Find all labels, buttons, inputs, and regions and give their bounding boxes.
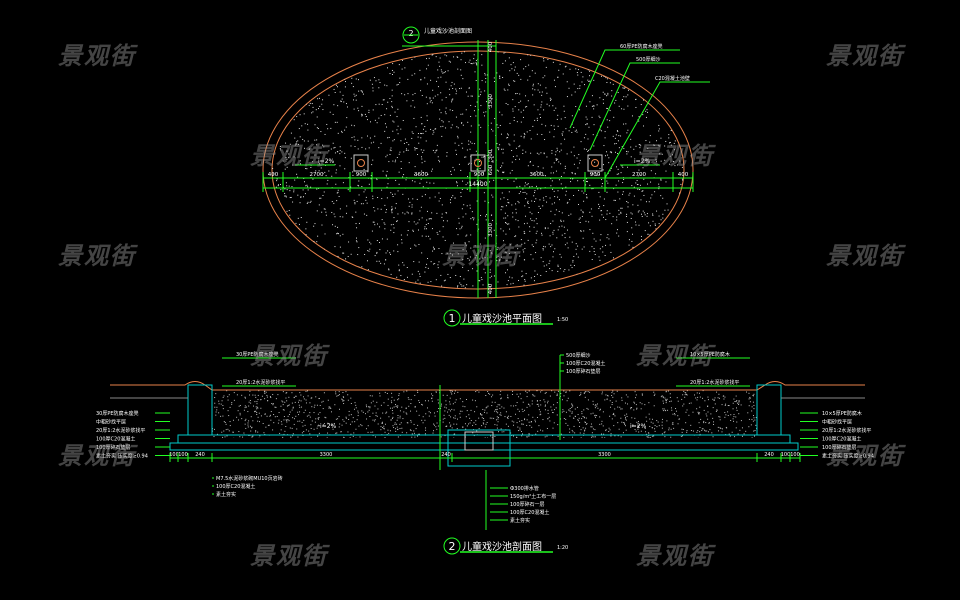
section-title-circle	[443, 537, 461, 555]
section-ref-circle	[402, 26, 420, 44]
plan-vdim-label: 400	[488, 283, 494, 294]
plan-dim-label: 400	[268, 172, 279, 178]
watermark: 景观街	[250, 342, 328, 370]
section-number: 2	[449, 540, 456, 553]
watermark: 景观街	[636, 542, 714, 570]
section-note: 100厚碎石垫层	[822, 444, 857, 451]
section-note: 素土夯实 压实度≥0.94	[96, 453, 148, 460]
section-note: 150g/m²土工布一层	[510, 493, 556, 500]
section-note: 500厚细沙	[566, 352, 591, 359]
section-note: 30厚PE防腐木座凳	[96, 410, 139, 417]
section-note: 素土夯实	[510, 517, 530, 524]
wall-note: 20厚1:2水泥砂浆找平	[690, 379, 739, 386]
plan-vdim-label: 400	[488, 41, 494, 52]
section-title: 儿童戏沙池剖面图	[462, 540, 542, 553]
slope-label: i=2%	[634, 158, 651, 165]
section-slope-right: i=2%	[630, 423, 647, 430]
plan-vdim-label: 600	[488, 164, 494, 175]
callout-2: C20混凝土池壁	[655, 75, 690, 82]
section-ref-number: 2	[408, 29, 413, 38]
section-note: 素土夯实	[216, 491, 236, 498]
section-note: 20厚1:2水泥砂浆找平	[96, 427, 145, 434]
watermark: 景观街	[58, 42, 136, 70]
section-slope-left: i=2%	[320, 423, 337, 430]
section-dim-label: 100	[790, 452, 800, 458]
plan-dim-label: 900	[474, 172, 485, 178]
section-dim-label: 100	[781, 452, 791, 458]
section-dim-label: 3300	[320, 452, 333, 458]
section-note: 100厚C20混凝土	[822, 436, 861, 443]
section-note: 100厚碎石垫层	[96, 444, 131, 451]
plan-dim-label: 400	[678, 172, 689, 178]
section-note: 100厚C20混凝土	[510, 509, 549, 516]
section-sand-hatch	[212, 390, 757, 438]
watermark: 景观街	[250, 542, 328, 570]
plan-view: 400 2700 900 3600 900 3600 900 2700 400 400 3300 30…	[262, 26, 710, 327]
watermark: 景观街	[442, 242, 520, 270]
plan-vdim-label: 300	[488, 149, 494, 160]
left-wall	[187, 384, 213, 436]
plan-dim-label: 2700	[632, 172, 646, 178]
section-note: 中粗砂找平层	[96, 419, 126, 426]
section-note: 100厚C20混凝土	[566, 360, 605, 367]
watermark: 景观街	[58, 242, 136, 270]
plan-scale: 1:50	[557, 317, 568, 323]
plan-vdim-label: 3300	[488, 223, 494, 237]
section-ref-label: 儿童戏沙池剖面图	[424, 27, 472, 35]
section-dim-label: 100	[178, 452, 188, 458]
plan-number: 1	[449, 312, 456, 325]
wall-note: 30厚PE防腐木座凳	[236, 351, 279, 358]
section-note: 素土夯实 压实度≥0.94	[822, 453, 874, 460]
watermark: 景观街	[636, 142, 714, 170]
section-dim-label: 3300	[598, 452, 611, 458]
concrete-slab	[177, 434, 791, 444]
drain-center	[470, 154, 486, 172]
callout-0: 60厚PE防腐木座凳	[620, 43, 663, 50]
drain-right	[587, 154, 603, 172]
section-dim-label: 240	[441, 452, 451, 458]
section-note: 100厚碎石一层	[510, 501, 545, 508]
wall-note: 20厚1:2水泥砂浆找平	[236, 379, 285, 386]
total-dim: 14400	[468, 181, 487, 188]
plan-title: 儿童戏沙池平面图	[462, 312, 542, 325]
wall-note: 10×5厚PE防腐木	[690, 351, 730, 358]
watermark: 景观街	[636, 342, 714, 370]
watermark: 景观街	[826, 442, 904, 470]
section-note: 100厚C20混凝土	[216, 483, 255, 490]
plan-dimensions: 400 2700 900 3600 900 3600 900 2700 400 400 3300 30…	[262, 41, 694, 294]
slope-label: i=2%	[318, 158, 335, 165]
section-note: 100厚碎石垫层	[566, 368, 601, 375]
plan-vdim-label: 3300	[488, 94, 494, 108]
right-wall	[756, 384, 782, 436]
plan-dim-label: 900	[356, 172, 367, 178]
drain-sump	[447, 429, 511, 467]
section-notes: 30厚PE防腐木座凳中粗砂找平层20厚1:2水泥砂浆找平100厚C20混凝土10…	[96, 351, 874, 524]
section-note: 100厚C20混凝土	[96, 436, 135, 443]
plan-title-circle	[443, 309, 461, 327]
section-note: 20厚1:2水泥砂浆找平	[822, 427, 871, 434]
plan-dim-label: 3600	[414, 172, 428, 178]
plan-dim-label: 900	[590, 172, 601, 178]
section-dim-label: 240	[764, 452, 774, 458]
finish-grade	[110, 381, 865, 391]
callout-1: 500厚细沙	[636, 56, 661, 63]
section-note: 中粗砂找平层	[822, 419, 852, 426]
watermark: 景观街	[250, 142, 328, 170]
gravel-base	[169, 442, 799, 451]
watermark: 景观街	[826, 242, 904, 270]
plan-dim-label: 3600	[530, 172, 544, 178]
section-dim-label: 240	[195, 452, 205, 458]
watermark: 景观街	[826, 42, 904, 70]
plan-dim-label: 2700	[310, 172, 324, 178]
section-note: 10×5厚PE防腐木	[822, 410, 862, 417]
drain-left	[353, 154, 369, 172]
section-note: Ф300排水管	[510, 485, 539, 492]
section-scale: 1:20	[557, 545, 568, 551]
section-note: M7.5水泥砂浆砌MU10页岩砖	[216, 475, 283, 482]
section-dim-label: 100	[169, 452, 179, 458]
watermark: 景观街	[58, 442, 136, 470]
